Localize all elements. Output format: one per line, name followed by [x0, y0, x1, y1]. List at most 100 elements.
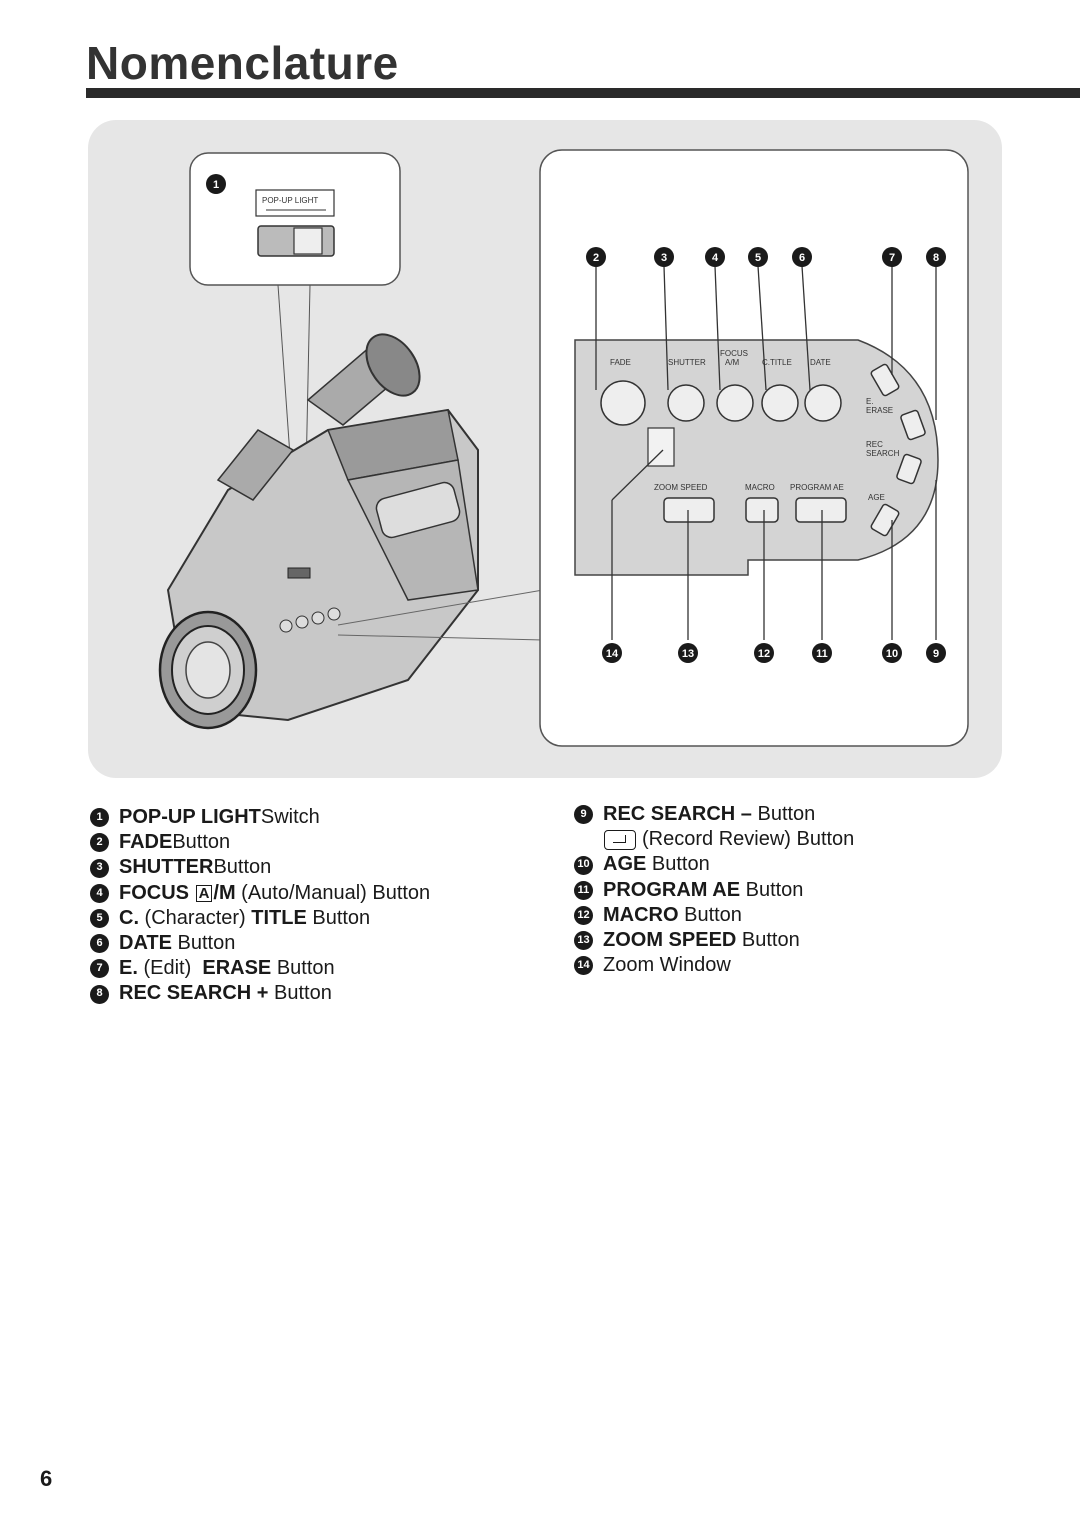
e-erase-label-1: E.: [866, 397, 874, 406]
svg-text:5: 5: [755, 252, 761, 264]
legend-number: 5: [90, 908, 109, 928]
legend-term: FADE: [119, 831, 173, 854]
legend-item-rec-search-minus: 9 REC SEARCH – Button: [574, 802, 854, 827]
legend-number: 4: [90, 883, 109, 903]
legend-term: REC SEARCH +: [119, 982, 269, 1005]
legend-desc: Zoom Window: [603, 954, 731, 977]
date-button[interactable]: [804, 384, 842, 422]
legend-desc: Button: [678, 903, 742, 926]
legend-mid: (Character): [139, 906, 252, 929]
legend-item-record-review: (Record Review) Button: [574, 827, 854, 852]
page-title: Nomenclature: [86, 37, 399, 89]
legend-number: 1: [90, 808, 109, 828]
auto-box-icon: A: [195, 884, 213, 902]
rec-search-label-1: REC: [866, 440, 883, 449]
zoom-speed-button[interactable]: [663, 497, 715, 523]
page-number: 6: [40, 1466, 53, 1491]
focus-am-label: A/M: [725, 358, 740, 367]
callout-5: 5: [748, 247, 768, 267]
svg-text:10: 10: [886, 648, 898, 660]
legend-desc: Button: [271, 957, 335, 980]
age-label: AGE: [868, 493, 885, 502]
svg-text:11: 11: [816, 648, 828, 660]
macro-label: MACRO: [745, 483, 775, 492]
callout-12: 12: [754, 643, 774, 663]
legend-desc: Button: [171, 932, 236, 955]
ctitle-button[interactable]: [761, 384, 799, 422]
shutter-label: SHUTTER: [668, 358, 706, 367]
legend-term: DATE: [119, 932, 172, 955]
figure-illustration: POP-UP LIGHT: [158, 149, 969, 747]
fade-button[interactable]: [600, 380, 646, 426]
legend-item-focus: 4 FOCUS A/M (Auto/Manual) Button: [90, 881, 430, 906]
rec-search-plus-button[interactable]: [900, 409, 926, 441]
legend-mid: (Edit): [137, 957, 203, 980]
svg-text:2: 2: [593, 252, 599, 264]
legend-term: FOCUS: [119, 881, 195, 904]
legend-desc: Button: [268, 982, 332, 1005]
fade-label: FADE: [610, 358, 631, 367]
legend-term: PROGRAM AE: [603, 878, 741, 901]
rec-search-minus-button[interactable]: [896, 453, 922, 485]
legend-desc: (Auto/Manual) Button: [235, 881, 431, 904]
side-button-column: E. ERASE REC SEARCH AGE: [866, 363, 926, 537]
macro-button[interactable]: [745, 497, 779, 523]
legend-desc: (Record Review) Button: [642, 828, 855, 851]
legend-desc: Button: [736, 929, 800, 952]
legend-number: 8: [90, 984, 109, 1004]
legend-term-suffix: TITLE: [251, 906, 307, 929]
legend-number: 13: [574, 931, 593, 951]
svg-text:13: 13: [682, 648, 694, 660]
popup-light-label-box: [255, 189, 335, 217]
rec-search-label-2: SEARCH: [866, 449, 900, 458]
callout-10: 10: [882, 643, 902, 663]
legend-item-rec-search-plus: 8 REC SEARCH + Button: [90, 981, 430, 1006]
legend-left-column: 1 POP-UP LIGHT Switch 2 FADE Button 3 SH…: [90, 805, 430, 1007]
focus-button[interactable]: [716, 384, 754, 422]
legend-number: 3: [90, 858, 109, 878]
callout-2: 2: [586, 247, 606, 267]
inset-box: [189, 152, 401, 286]
legend-number: 6: [90, 934, 109, 954]
legend-desc: Button: [213, 856, 272, 879]
callout-3: 3: [654, 247, 674, 267]
legend-number: 12: [574, 905, 593, 925]
legend-item-shutter: 3 SHUTTER Button: [90, 855, 430, 880]
camcorder-figure: POP-UP LIGHT: [88, 120, 1002, 778]
legend-desc: Button: [751, 803, 816, 825]
legend-desc: Button: [740, 878, 804, 901]
ctitle-label: C.TITLE: [762, 358, 792, 367]
legend-number: 11: [574, 880, 593, 900]
age-button[interactable]: [870, 503, 900, 537]
legend-term-suffix: /M: [213, 881, 236, 904]
legend-item-zoom-window: 14 Zoom Window: [574, 953, 854, 978]
legend-item-ctitle: 5 C. (Character) TITLE Button: [90, 906, 430, 931]
legend-item-program-ae: 11 PROGRAM AE Button: [574, 878, 854, 903]
legend-term: E.: [119, 957, 138, 980]
legend-term: SHUTTER: [119, 856, 214, 879]
popup-light-label: POP-UP LIGHT: [262, 196, 318, 205]
legend-term: ZOOM SPEED: [603, 929, 737, 952]
legend-item-macro: 12 MACRO Button: [574, 903, 854, 928]
top-button-row: FADE SHUTTER FOCUS A/M C.TITLE DATE: [600, 349, 842, 426]
svg-text:7: 7: [889, 252, 895, 264]
svg-text:12: 12: [758, 648, 770, 660]
legend-desc: Button: [306, 906, 371, 929]
legend-item-date: 6 DATE Button: [90, 931, 430, 956]
legend-term-suffix: ERASE: [202, 957, 272, 980]
callout-8: 8: [926, 247, 946, 267]
program-ae-button[interactable]: [795, 497, 847, 523]
legend-item-age: 10 AGE Button: [574, 852, 854, 877]
svg-text:14: 14: [606, 648, 619, 660]
title-rule: [86, 88, 1080, 98]
date-label: DATE: [810, 358, 831, 367]
callout-9: 9: [926, 643, 946, 663]
svg-text:9: 9: [933, 648, 939, 660]
program-ae-label: PROGRAM AE: [790, 483, 844, 492]
legend-term: C.: [119, 906, 139, 929]
e-erase-button[interactable]: [870, 363, 900, 397]
shutter-button[interactable]: [667, 384, 705, 422]
callout-13: 13: [678, 643, 698, 663]
legend-item-e-erase: 7 E. (Edit) ERASE Button: [90, 956, 430, 981]
legend-number: 10: [574, 855, 593, 875]
